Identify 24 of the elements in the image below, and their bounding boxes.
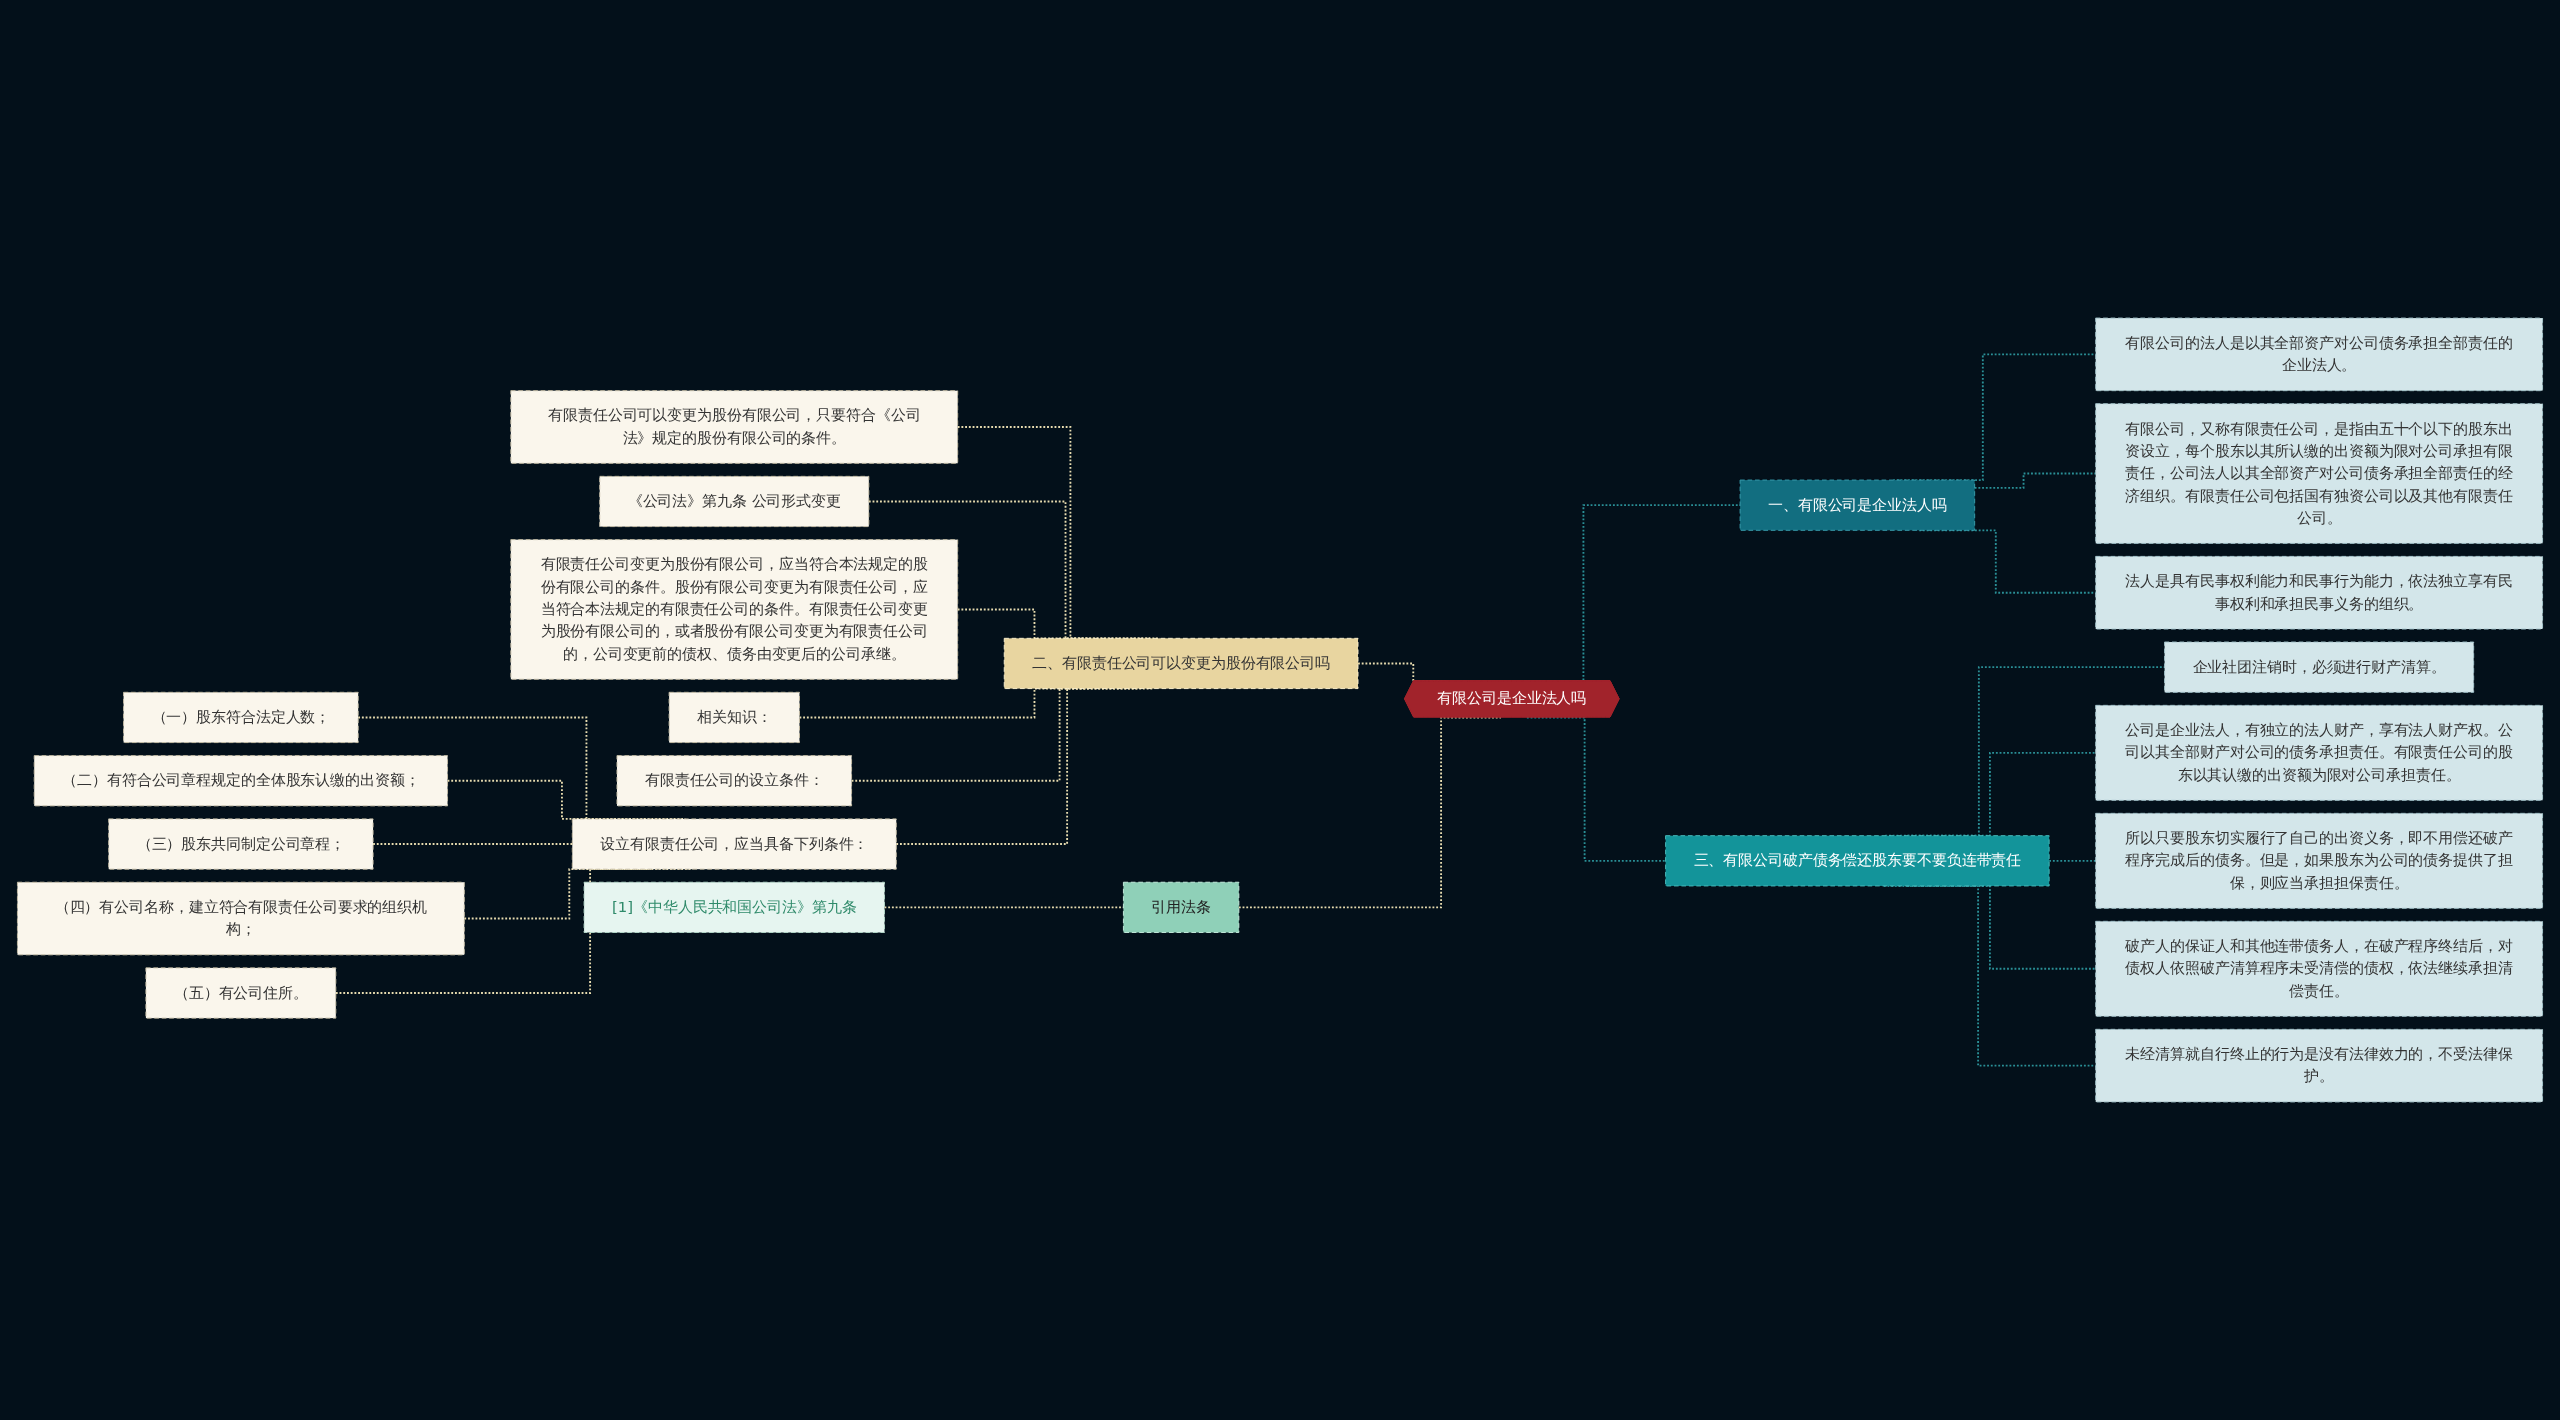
- node-box: （二）有符合公司章程规定的全体股东认缴的出资额；: [33, 755, 448, 807]
- node-box: 《公司法》第九条 公司形式变更: [599, 475, 870, 528]
- node-box: 设立有限责任公司，应当具备下列条件：: [571, 818, 897, 870]
- node-box: 公司是企业法人，有独立的法人财产，享有法人财产权。公司以其全部财产对公司的债务承担责任。有限责任公司的股东以其认缴的出资额为限对公司承担责任。: [2095, 704, 2543, 801]
- node-box: 所以只要股东切实履行了自己的出资义务，即不用偿还破产程序完成后的债务。但是，如果股东为公司的债务提供了担保，则应当承担担保责任。: [2095, 812, 2543, 909]
- node-box: 相关知识：: [668, 691, 800, 744]
- node-box: 有限公司的法人是以其全部资产对公司债务承担全部责任的企业法人。: [2095, 317, 2543, 392]
- node-box: 有限责任公司可以变更为股份有限公司，只要符合《公司法》规定的股份有限公司的条件。: [510, 390, 959, 464]
- node-box: 有限责任公司变更为股份有限公司，应当符合本法规定的股份有限公司的条件。股份有限公司变更为有限责任公司，应当符合本法规定的有限责任公司的条件。有限责任公司变更为股份有限公司的，或者股份有限公司变更为有限责任公司的，公司变更前的债权、债务由变更后的公司承继。: [510, 539, 959, 680]
- node-box: 三、有限公司破产债务偿还股东要不要负连带责任: [1665, 835, 2050, 887]
- node-box: 未经清算就自行终止的行为是没有法律效力的，不受法律保护。: [2095, 1028, 2543, 1103]
- node-box: 引用法条: [1122, 881, 1240, 933]
- node-box: 一、有限公司是企业法人吗: [1739, 479, 1976, 531]
- node-box: （五）有公司住所。: [145, 967, 337, 1019]
- node-box: （一）股东符合法定人数；: [123, 691, 359, 744]
- node-box: （四）有公司名称，建立符合有限责任公司要求的组织机构；: [17, 881, 465, 956]
- node-box: 破产人的保证人和其他连带债务人，在破产程序终结后，对债权人依照破产清算程序未受清偿的债权，依法继续承担清偿责任。: [2095, 920, 2543, 1017]
- node-box: （三）股东共同制定公司章程；: [108, 818, 374, 870]
- node-box: 二、有限责任公司可以变更为股份有限公司吗: [1003, 637, 1359, 690]
- node-box: 法人是具有民事权利能力和民事行为能力，依法独立享有民事权利和承担民事义务的组织。: [2095, 555, 2543, 630]
- node-box: 有限责任公司的设立条件：: [616, 755, 853, 807]
- node-box: 企业社团注销时，必须进行财产清算。: [2164, 641, 2475, 693]
- node-box: [1]《中华人民共和国公司法》第九条: [583, 881, 885, 933]
- node-box: 有限公司，又称有限责任公司，是指由五十个以下的股东出资设立，每个股东以其所认缴的出资额为限对公司承担有限责任，公司法人以其全部资产对公司债务承担全部责任的经济组织。有限责任公司包括国有独资公司以及其他有限责任公司。: [2095, 403, 2543, 544]
